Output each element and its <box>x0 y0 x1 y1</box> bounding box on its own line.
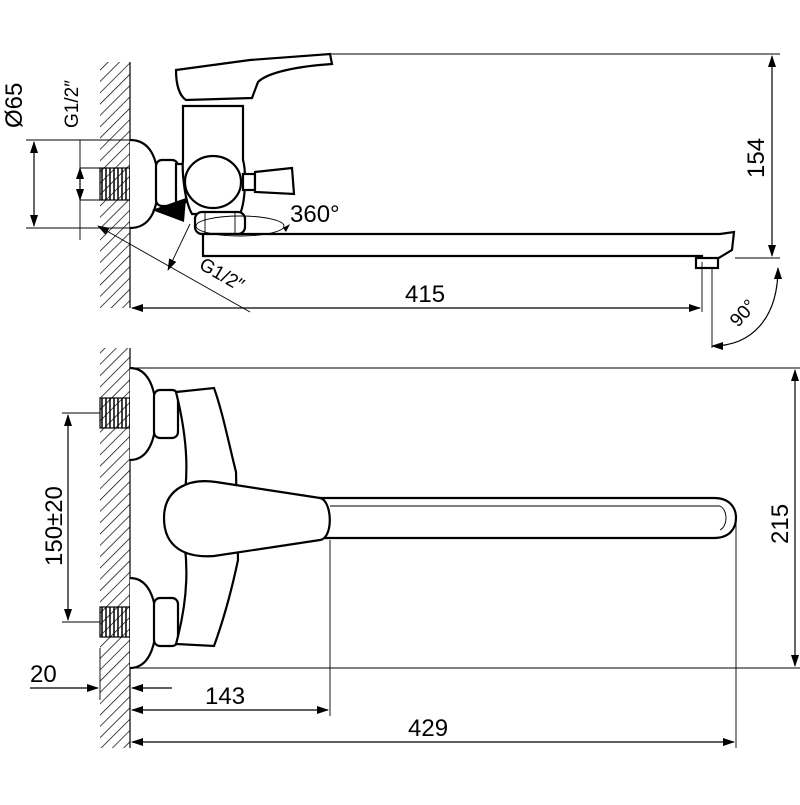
swivel-base <box>193 210 247 236</box>
body-depth-label: 143 <box>205 683 245 710</box>
center-distance-label: 150±20 <box>41 486 68 566</box>
wall-thread-top <box>99 167 131 201</box>
handle-top <box>162 480 331 558</box>
side-view: 360° Ø65 G1/2″ G1/2″ 154 415 90° <box>1 52 782 350</box>
spout-side <box>201 230 736 264</box>
handle-side <box>174 52 334 102</box>
angle-arc <box>711 267 782 350</box>
total-height-label: 215 <box>767 504 794 544</box>
flange-upper <box>129 366 158 462</box>
spout-angle-label: 90° <box>726 296 761 331</box>
nut-lower <box>152 596 180 648</box>
diverter-knob <box>253 166 296 196</box>
flange-lower <box>129 576 158 670</box>
inlet-thread-label: G1/2″ <box>196 254 248 296</box>
swivel-label: 360° <box>290 201 340 228</box>
top-view: 150±20 215 20 143 429 <box>30 348 800 748</box>
nut-side <box>154 158 180 208</box>
eccentric-offset-label: 20 <box>30 661 57 688</box>
swivel-ellipse <box>195 215 285 237</box>
total-length-label: 429 <box>408 715 448 742</box>
diverter-stem <box>241 172 257 192</box>
eccentric-arrow <box>152 198 186 222</box>
wall-thread-lower <box>99 606 131 638</box>
top-thread-label: G1/2″ <box>62 80 83 128</box>
spout-length-label: 415 <box>405 281 445 308</box>
spout-top <box>318 496 738 540</box>
aerator-side <box>694 256 720 270</box>
height-label: 154 <box>743 138 770 178</box>
flange-side <box>129 138 160 230</box>
wall-thread-upper <box>99 397 131 429</box>
diameter-label: Ø65 <box>1 83 28 128</box>
body-collar <box>183 154 243 210</box>
nut-upper <box>152 388 180 440</box>
